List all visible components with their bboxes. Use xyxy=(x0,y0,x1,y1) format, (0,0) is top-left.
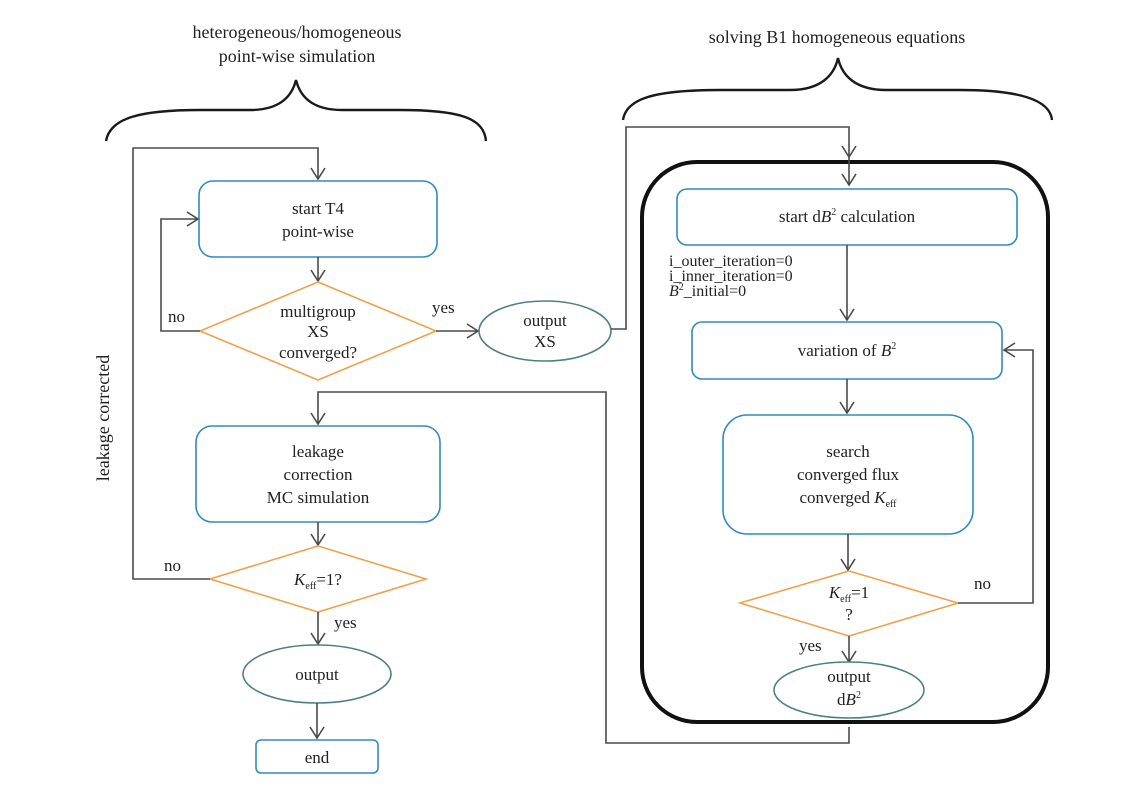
brace-right-icon xyxy=(621,57,1054,121)
keff-right-symbol: K xyxy=(828,583,842,602)
variation-b2-text: variation of B2 xyxy=(798,341,896,360)
start-db2-suffix: calculation xyxy=(836,207,915,226)
keff-right-line1: Keff=1 xyxy=(828,583,869,605)
xs-yes-label: yes xyxy=(432,298,455,317)
output-xs-line2: XS xyxy=(534,332,556,351)
connector-xs-to-b1 xyxy=(611,126,850,330)
xs-decision-line3: converged? xyxy=(279,343,357,362)
connector-keff-left-no-loop xyxy=(132,147,319,580)
header-left-line1: heterogeneous/homogeneous xyxy=(193,22,402,42)
output-xs-line1: output xyxy=(523,311,567,330)
connector-keff-right-no-loop xyxy=(958,349,1034,604)
brace-left-icon xyxy=(104,79,488,142)
init-inner-iteration: i_inner_iteration=0 xyxy=(669,268,793,285)
start-t4-line2: point-wise xyxy=(282,222,354,241)
arrow-head-icon xyxy=(839,401,855,415)
init-b2-sup: 2 xyxy=(679,282,684,293)
output-db2-symbol: B xyxy=(846,690,857,709)
search-flux-keff-symbol: K xyxy=(873,488,887,507)
start-db2-sup: 2 xyxy=(831,207,836,218)
header-left-line2: point-wise simulation xyxy=(219,46,376,66)
output-db2-line1: output xyxy=(827,667,871,686)
variation-b2-sup: 2 xyxy=(891,341,896,352)
variation-b2-prefix: variation of xyxy=(798,341,881,360)
keff-left-sub: eff xyxy=(305,581,317,592)
end-node[interactable] xyxy=(255,739,379,774)
keff-left-suffix: =1? xyxy=(316,570,342,589)
xs-no-label: no xyxy=(168,307,185,326)
output-final-text: output xyxy=(295,665,339,684)
keff-left-symbol: K xyxy=(293,570,307,589)
start-t4-node[interactable] xyxy=(198,180,438,258)
output-db2-sup: 2 xyxy=(856,690,861,701)
arrow-head-icon xyxy=(310,533,326,547)
keff-right-sub: eff xyxy=(840,594,852,605)
output-db2-node[interactable] xyxy=(773,661,925,719)
arrow-head-icon xyxy=(841,145,857,159)
connector-xs-no-loop xyxy=(160,218,200,332)
arrow-head-icon xyxy=(310,269,326,283)
leakage-mc-line1: leakage xyxy=(292,442,344,461)
keff-right-no-label: no xyxy=(974,574,991,593)
output-db2-line2: dB2 xyxy=(837,690,861,709)
keff-left-text: Keff=1? xyxy=(293,570,342,592)
search-flux-line2: converged flux xyxy=(797,465,900,484)
output-db2-prefix: d xyxy=(837,690,846,709)
header-right: solving B1 homogeneous equations xyxy=(709,27,965,47)
init-b2-suffix: _initial=0 xyxy=(683,283,746,300)
search-flux-line3: converged Keff xyxy=(799,488,897,510)
keff-left-no-label: no xyxy=(164,556,181,575)
end-text: end xyxy=(305,748,330,767)
arrow-head-icon xyxy=(186,211,200,227)
keff-right-line2: ? xyxy=(845,605,853,624)
keff-right-yes-label: yes xyxy=(799,636,822,655)
init-b2-symbol: B xyxy=(669,283,679,300)
side-label-leakage-corrected: leakage corrected xyxy=(93,355,113,481)
keff-right-suffix: =1 xyxy=(851,583,869,602)
xs-decision-line2: XS xyxy=(307,322,329,341)
variation-b2-symbol: B xyxy=(881,341,892,360)
arrow-head-icon xyxy=(841,173,857,187)
search-flux-prefix: converged xyxy=(799,488,874,507)
xs-converged-decision[interactable] xyxy=(197,281,439,381)
leakage-mc-line3: MC simulation xyxy=(267,488,370,507)
arrow-head-icon xyxy=(310,412,326,426)
keff-left-yes-label: yes xyxy=(334,613,357,632)
xs-decision-line1: multigroup xyxy=(280,302,356,321)
start-db2-text: start dB2 calculation xyxy=(779,207,916,226)
output-xs-node[interactable] xyxy=(478,300,612,362)
search-flux-keff-sub: eff xyxy=(886,499,898,510)
arrow-head-icon xyxy=(466,323,480,339)
connector-db2-to-leakage xyxy=(317,391,850,744)
arrow-head-icon xyxy=(310,167,326,181)
start-t4-line1: start T4 xyxy=(292,199,345,218)
arrow-head-icon xyxy=(1002,342,1016,358)
search-flux-line1: search xyxy=(826,442,870,461)
arrow-head-icon xyxy=(309,726,325,740)
start-db2-prefix: start d xyxy=(779,207,822,226)
arrow-head-icon xyxy=(839,308,855,322)
leakage-mc-line2: correction xyxy=(284,465,353,484)
b1-solver-frame xyxy=(640,160,1050,724)
init-b2-initial: B2_initial=0 xyxy=(669,282,746,300)
start-db2-symbol: B xyxy=(821,207,832,226)
arrow-head-icon xyxy=(840,558,856,572)
arrow-head-icon xyxy=(310,632,326,646)
init-outer-iteration: i_outer_iteration=0 xyxy=(669,253,793,270)
